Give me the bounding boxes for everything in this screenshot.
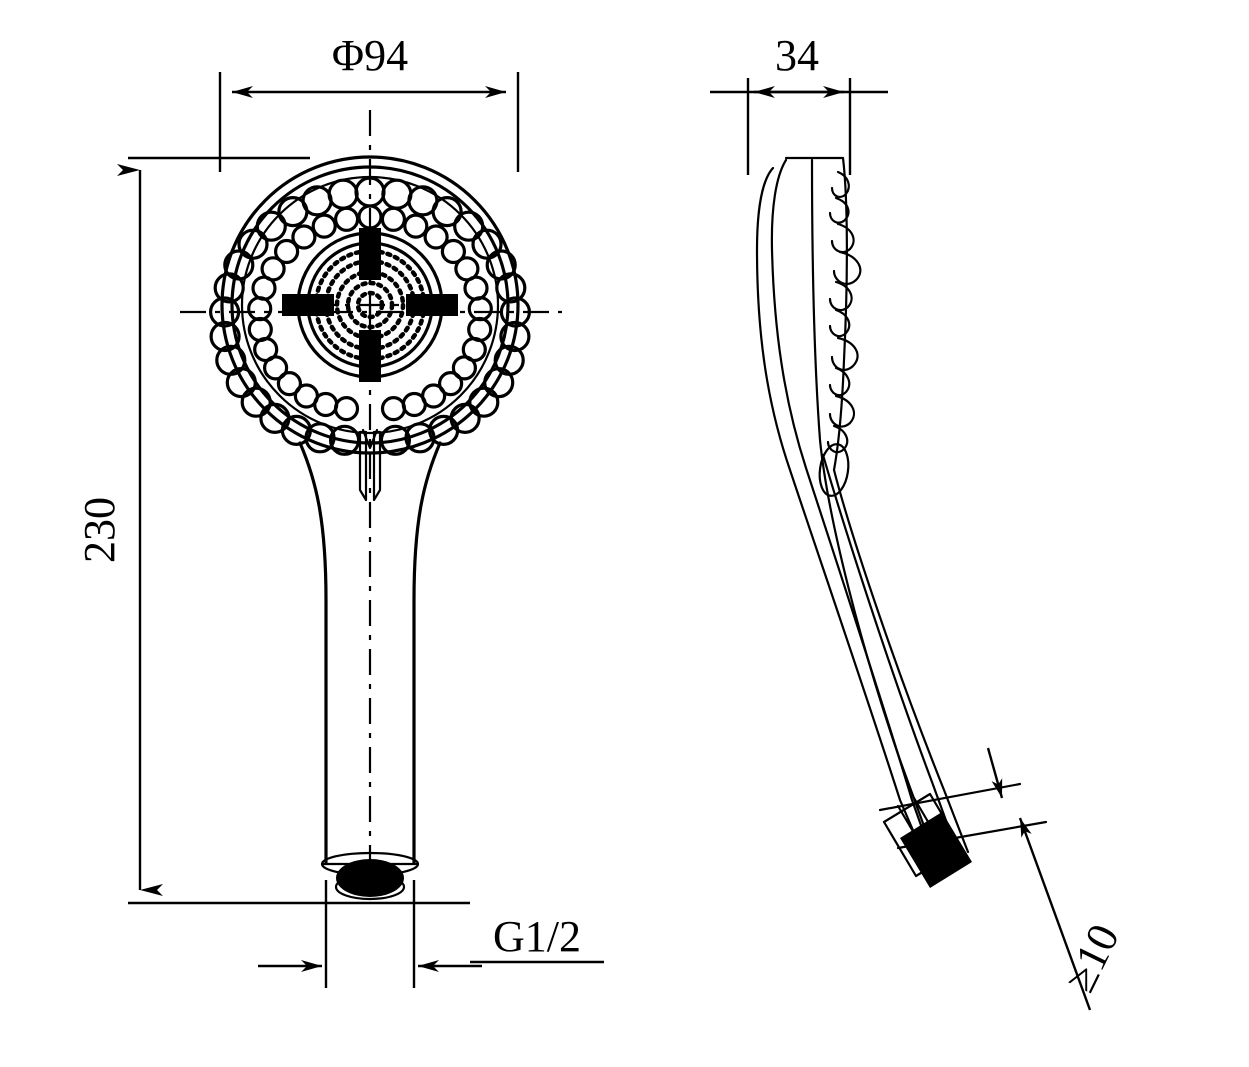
nozzle xyxy=(438,371,464,397)
center-dotted-pattern xyxy=(310,245,430,365)
handle-back-edge-2 xyxy=(821,453,958,850)
side-nozzle xyxy=(830,336,859,371)
nozzle xyxy=(463,275,489,301)
nozzle xyxy=(223,249,255,281)
side-connector-line-2 xyxy=(912,796,942,844)
nozzle xyxy=(240,386,272,418)
head-outer-circle xyxy=(220,155,520,455)
nozzle-ring-outer xyxy=(209,176,532,456)
inlet-arrow-up xyxy=(1018,817,1092,1011)
handle-back-edge xyxy=(832,468,970,854)
spoke-left xyxy=(282,294,334,316)
dotted-ring-3 xyxy=(334,269,406,341)
nozzle xyxy=(467,296,493,322)
spoke-right xyxy=(406,294,458,316)
side-connector xyxy=(882,792,972,888)
nozzle xyxy=(260,256,286,282)
nozzle xyxy=(304,422,336,454)
side-nozzle xyxy=(828,394,855,428)
nozzle xyxy=(215,344,247,376)
nozzle xyxy=(293,383,319,409)
profile-inner-edge xyxy=(810,158,934,850)
nozzle xyxy=(440,238,466,265)
nozzle xyxy=(451,355,477,381)
nozzle xyxy=(247,296,273,322)
inlet-min-label: ≥10 xyxy=(1055,917,1129,1000)
handle-left-edge xyxy=(298,441,328,864)
diameter-extension-lines xyxy=(218,72,520,172)
thread-label: G1/2 xyxy=(493,912,581,961)
nozzle xyxy=(237,228,269,260)
nozzle xyxy=(209,296,241,328)
front-view-group: Φ94 230 xyxy=(75,31,604,988)
side-view-group: 34 xyxy=(710,31,1129,1011)
length-dimension: 230 xyxy=(75,164,163,896)
nozzle xyxy=(255,210,287,242)
side-profile xyxy=(755,156,1048,888)
nozzle xyxy=(334,206,360,232)
thickness-label: 34 xyxy=(775,31,819,80)
inlet-arrow-down xyxy=(986,747,1004,799)
nozzle xyxy=(428,414,460,446)
handle-right-edge xyxy=(412,441,442,864)
side-nozzle-detail xyxy=(818,170,862,497)
diameter-label: Φ94 xyxy=(332,31,408,80)
nozzle xyxy=(403,213,429,239)
head-rim-circle xyxy=(230,165,510,445)
connector-thread-end xyxy=(334,873,406,901)
side-nozzle xyxy=(828,308,851,338)
side-nozzle xyxy=(828,196,850,224)
nozzle-ring-inner xyxy=(247,204,493,422)
nozzle xyxy=(380,206,406,232)
nozzle xyxy=(499,296,532,328)
side-nozzle xyxy=(828,280,853,312)
nozzle xyxy=(381,178,413,210)
handle-front xyxy=(298,428,442,901)
nozzle xyxy=(453,210,485,242)
shower-head-face xyxy=(209,155,532,456)
nozzle xyxy=(468,386,500,418)
nozzle xyxy=(401,391,427,418)
profile-front-edge-2 xyxy=(770,158,930,847)
head-back-edge xyxy=(832,156,848,472)
profile-front-edge xyxy=(755,166,920,844)
nozzle xyxy=(291,224,317,250)
nozzle xyxy=(431,196,463,228)
diameter-dimension: Φ94 xyxy=(232,31,506,98)
side-nozzle-loop xyxy=(818,443,850,497)
nozzle xyxy=(483,367,515,399)
side-nozzle xyxy=(830,222,855,254)
length-label: 230 xyxy=(75,497,124,563)
nozzle xyxy=(301,185,333,217)
side-thread-body xyxy=(900,812,972,888)
thickness-dimension: 34 xyxy=(710,31,888,175)
nozzle xyxy=(209,320,241,353)
nozzle xyxy=(259,402,291,434)
nozzle xyxy=(333,396,360,422)
handle-slot-tip xyxy=(361,428,379,450)
nozzle xyxy=(247,316,273,343)
nozzle xyxy=(404,422,436,454)
inlet-min-callout: ≥10 xyxy=(986,747,1129,1011)
nozzle xyxy=(499,320,531,353)
nozzle xyxy=(423,224,449,250)
nozzle xyxy=(327,178,359,210)
side-connector-line-1 xyxy=(896,804,926,852)
side-nozzle xyxy=(830,170,850,198)
nozzle xyxy=(311,213,337,239)
thread-callout: G1/2 xyxy=(258,880,604,988)
nozzle xyxy=(329,424,361,456)
nozzle xyxy=(276,371,302,397)
side-nozzle xyxy=(828,366,851,397)
nozzle xyxy=(379,424,411,456)
nozzle xyxy=(495,272,527,304)
side-nozzle xyxy=(832,250,862,285)
nozzle xyxy=(471,228,503,260)
nozzle xyxy=(380,396,407,422)
nozzle xyxy=(274,238,300,265)
connector-thread-body xyxy=(336,859,404,897)
